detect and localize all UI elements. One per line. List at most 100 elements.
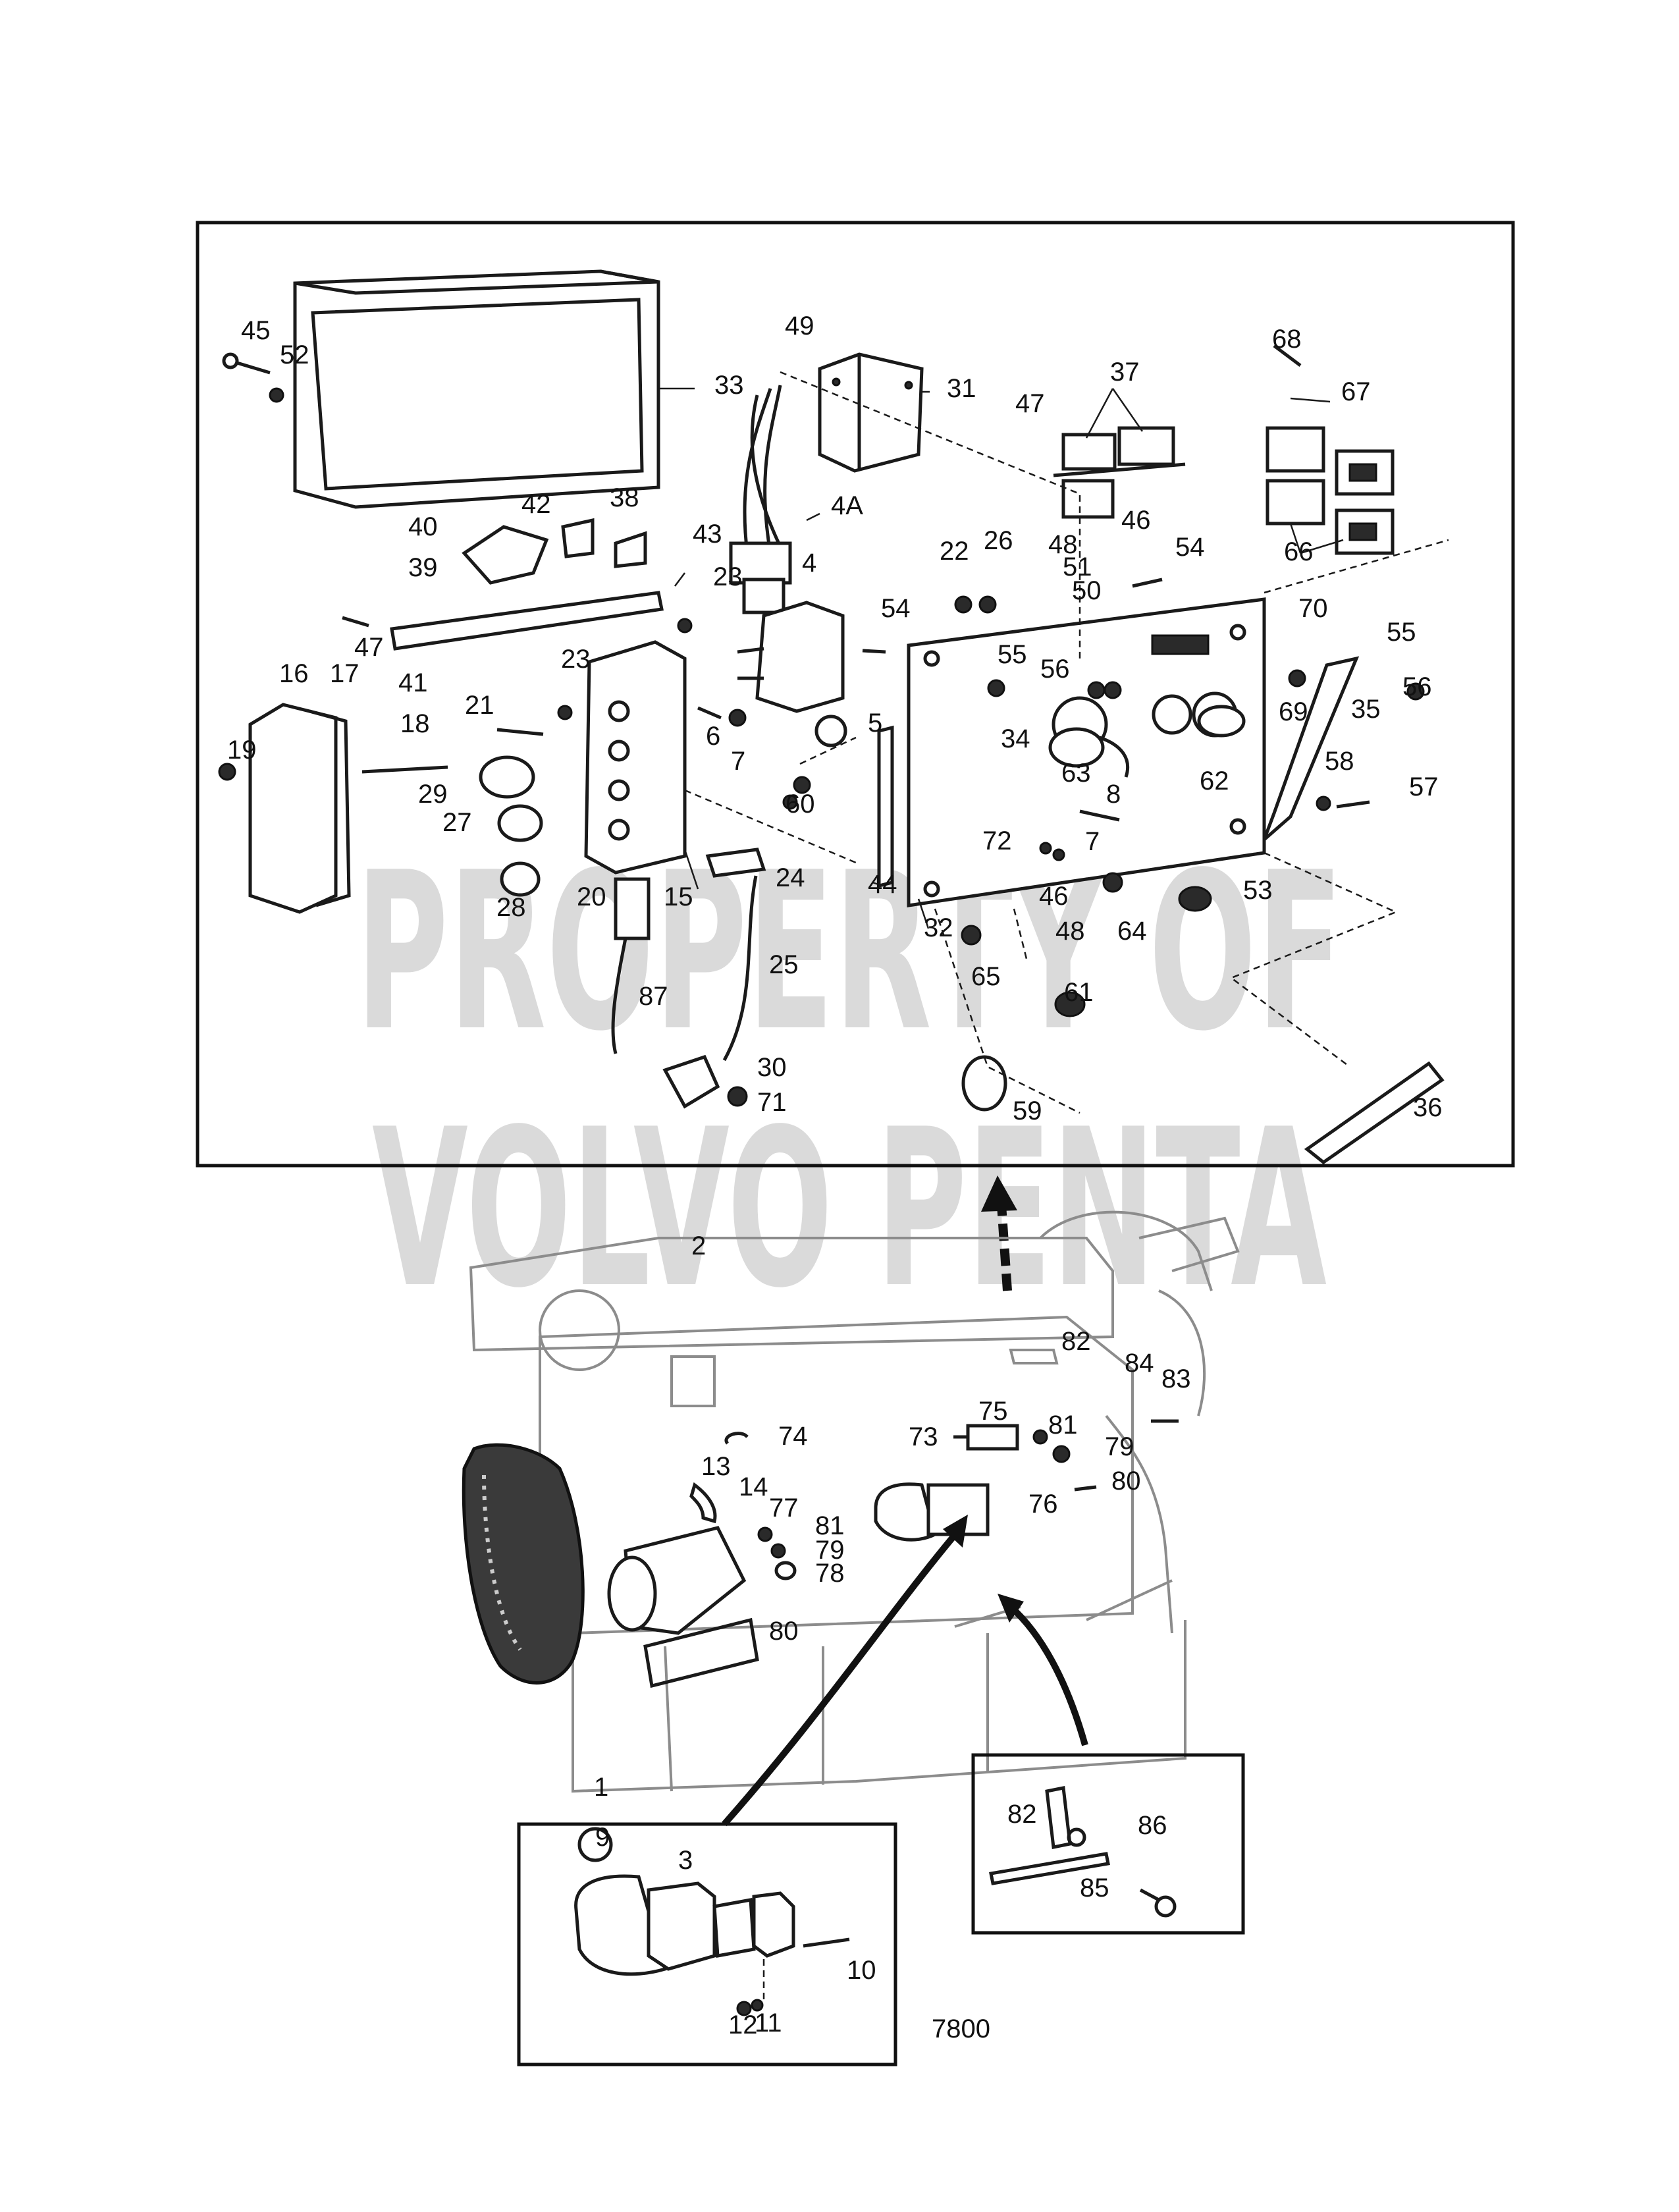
callout-c-47a: 47 xyxy=(1015,389,1045,418)
callout-c-7b: 7 xyxy=(1085,827,1100,856)
callout-c-13: 13 xyxy=(701,1452,731,1481)
callout-c-11: 11 xyxy=(755,2009,782,2037)
callout-c-6: 6 xyxy=(706,722,720,751)
fittings-62-63 xyxy=(1048,705,1246,778)
callout-c-56a: 56 xyxy=(1040,655,1070,684)
callout-c-70: 70 xyxy=(1298,594,1328,623)
callout-c-12: 12 xyxy=(728,2010,758,2039)
screws xyxy=(342,578,1370,822)
callout-c-19: 19 xyxy=(227,736,257,765)
callout-c-85: 85 xyxy=(1080,1874,1109,1902)
callout-c-33: 33 xyxy=(714,371,744,400)
bracket-inset-frame xyxy=(971,1753,1245,1935)
relays-66-67 xyxy=(1266,344,1395,555)
callout-c-14: 14 xyxy=(739,1472,768,1501)
callout-c-66: 66 xyxy=(1284,537,1314,566)
callout-c-81a: 81 xyxy=(1048,1411,1078,1440)
washers-and-nuts xyxy=(557,595,1425,946)
callout-c-80a: 80 xyxy=(1111,1467,1141,1496)
callout-c-22: 22 xyxy=(940,537,969,566)
callout-c-2: 2 xyxy=(691,1231,706,1260)
starter-motor-engine xyxy=(874,1482,990,1542)
callout-c-79a: 79 xyxy=(1105,1432,1134,1461)
callout-c-84: 84 xyxy=(1125,1349,1154,1378)
grommet-61 xyxy=(1054,991,1086,1017)
arrow-to-starter-inset xyxy=(722,1515,968,1827)
callout-c-81b: 81 xyxy=(815,1511,845,1540)
callout-c-58: 58 xyxy=(1325,747,1354,776)
callout-c-86: 86 xyxy=(1138,1811,1167,1840)
callout-c-74: 74 xyxy=(778,1422,808,1451)
callout-c-64: 64 xyxy=(1117,917,1147,946)
callout-c-82b: 82 xyxy=(1007,1800,1037,1829)
callout-c-72: 72 xyxy=(982,826,1012,855)
callout-c-3: 3 xyxy=(678,1846,693,1875)
callout-c-59: 59 xyxy=(1013,1096,1042,1125)
callout-c-46b: 46 xyxy=(1039,882,1069,911)
callout-c-39: 39 xyxy=(408,553,438,582)
pulley-cover xyxy=(462,1443,585,1685)
callout-c-87: 87 xyxy=(639,982,668,1011)
callout-c-40: 40 xyxy=(408,512,438,541)
wiring-harness-4a xyxy=(729,385,792,614)
hose-fitting-20 xyxy=(611,877,651,1054)
line-25 xyxy=(662,848,766,1109)
callout-c-35: 35 xyxy=(1351,695,1381,724)
main-detail-frame xyxy=(196,221,1515,1168)
assembly-lines xyxy=(684,371,1449,1114)
callout-c-28: 28 xyxy=(496,893,526,922)
callout-c-79b: 79 xyxy=(815,1536,845,1565)
starter-inset-frame xyxy=(517,1822,897,2066)
bracket-35 xyxy=(1262,656,1360,841)
callout-c-55b: 55 xyxy=(1387,618,1416,647)
callout-c-47b: 47 xyxy=(354,633,384,662)
callout-c-29: 29 xyxy=(418,780,448,809)
relays-37 xyxy=(1053,426,1186,519)
callout-c-52: 52 xyxy=(280,340,309,369)
callout-c-5: 5 xyxy=(868,709,882,738)
callout-c-50: 50 xyxy=(1072,576,1102,605)
callout-c-32: 32 xyxy=(924,913,953,942)
callout-c-76: 76 xyxy=(1028,1490,1058,1519)
callout-c-60: 60 xyxy=(786,790,815,819)
callout-c-56b: 56 xyxy=(1402,672,1432,701)
callout-c-24: 24 xyxy=(776,863,805,892)
arrow-to-detail xyxy=(981,1175,1017,1291)
callout-c-21: 21 xyxy=(465,691,494,720)
callout-c-23b: 23 xyxy=(561,645,591,674)
callout-c-25: 25 xyxy=(769,950,799,979)
sensor-73 xyxy=(724,1419,1179,1580)
callout-c-55a: 55 xyxy=(998,640,1027,669)
callout-c-83: 83 xyxy=(1161,1364,1191,1393)
callout-c-71: 71 xyxy=(757,1088,787,1117)
callout-c-43: 43 xyxy=(693,520,722,549)
callout-c-20: 20 xyxy=(577,882,606,911)
callout-c-69: 69 xyxy=(1279,697,1308,726)
callout-c-48b: 48 xyxy=(1055,917,1085,946)
callout-c-27: 27 xyxy=(442,808,472,837)
callout-c-37: 37 xyxy=(1110,358,1140,387)
strip-44 xyxy=(877,725,894,888)
callout-c-63: 63 xyxy=(1061,759,1091,788)
callout-c-77: 77 xyxy=(769,1494,799,1523)
callout-c-9: 9 xyxy=(595,1823,610,1852)
callout-c-18: 18 xyxy=(400,709,430,738)
callout-c-51: 51 xyxy=(1063,553,1092,581)
instrument-cover-frame xyxy=(293,269,660,509)
control-unit-31 xyxy=(818,352,924,473)
elbow-13 xyxy=(689,1482,717,1524)
callout-c-1: 1 xyxy=(594,1773,608,1802)
callout-c-73: 73 xyxy=(909,1422,938,1451)
bracket-36 xyxy=(1304,1061,1445,1165)
callout-c-10: 10 xyxy=(847,1956,876,1985)
callout-c-42: 42 xyxy=(521,490,551,519)
callout-c-34: 34 xyxy=(1001,724,1030,753)
callout-c-4a: 4A xyxy=(831,491,863,520)
mounting-bracket-41 xyxy=(390,591,664,651)
callout-c-54a: 54 xyxy=(1175,533,1205,562)
callout-c-41: 41 xyxy=(398,668,428,697)
callout-c-54b: 54 xyxy=(881,594,911,623)
callout-c-68: 68 xyxy=(1272,325,1302,354)
